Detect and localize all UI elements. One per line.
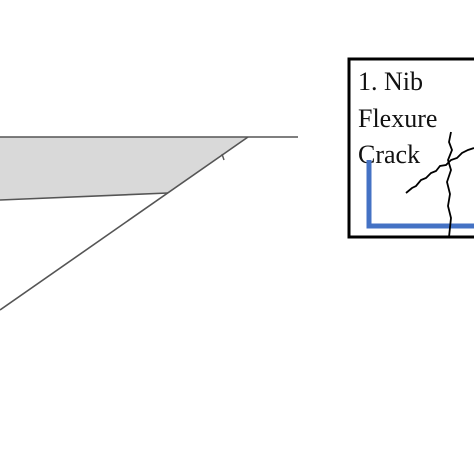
diagonal-edge-line <box>0 136 249 311</box>
callout-box: 1. Nib Flexure Crack <box>347 57 474 239</box>
callout-label-line-2: Flexure <box>358 104 437 133</box>
nib-shaded-region <box>0 137 248 200</box>
vertical-crack <box>446 131 453 238</box>
notch-mark <box>221 153 225 161</box>
reinforcement-bar <box>366 160 474 229</box>
shaded-lower-edge <box>0 192 169 201</box>
callout-label-line-1: 1. Nib <box>358 67 423 96</box>
beam-section <box>0 136 298 311</box>
diagonal-crack <box>405 147 474 194</box>
